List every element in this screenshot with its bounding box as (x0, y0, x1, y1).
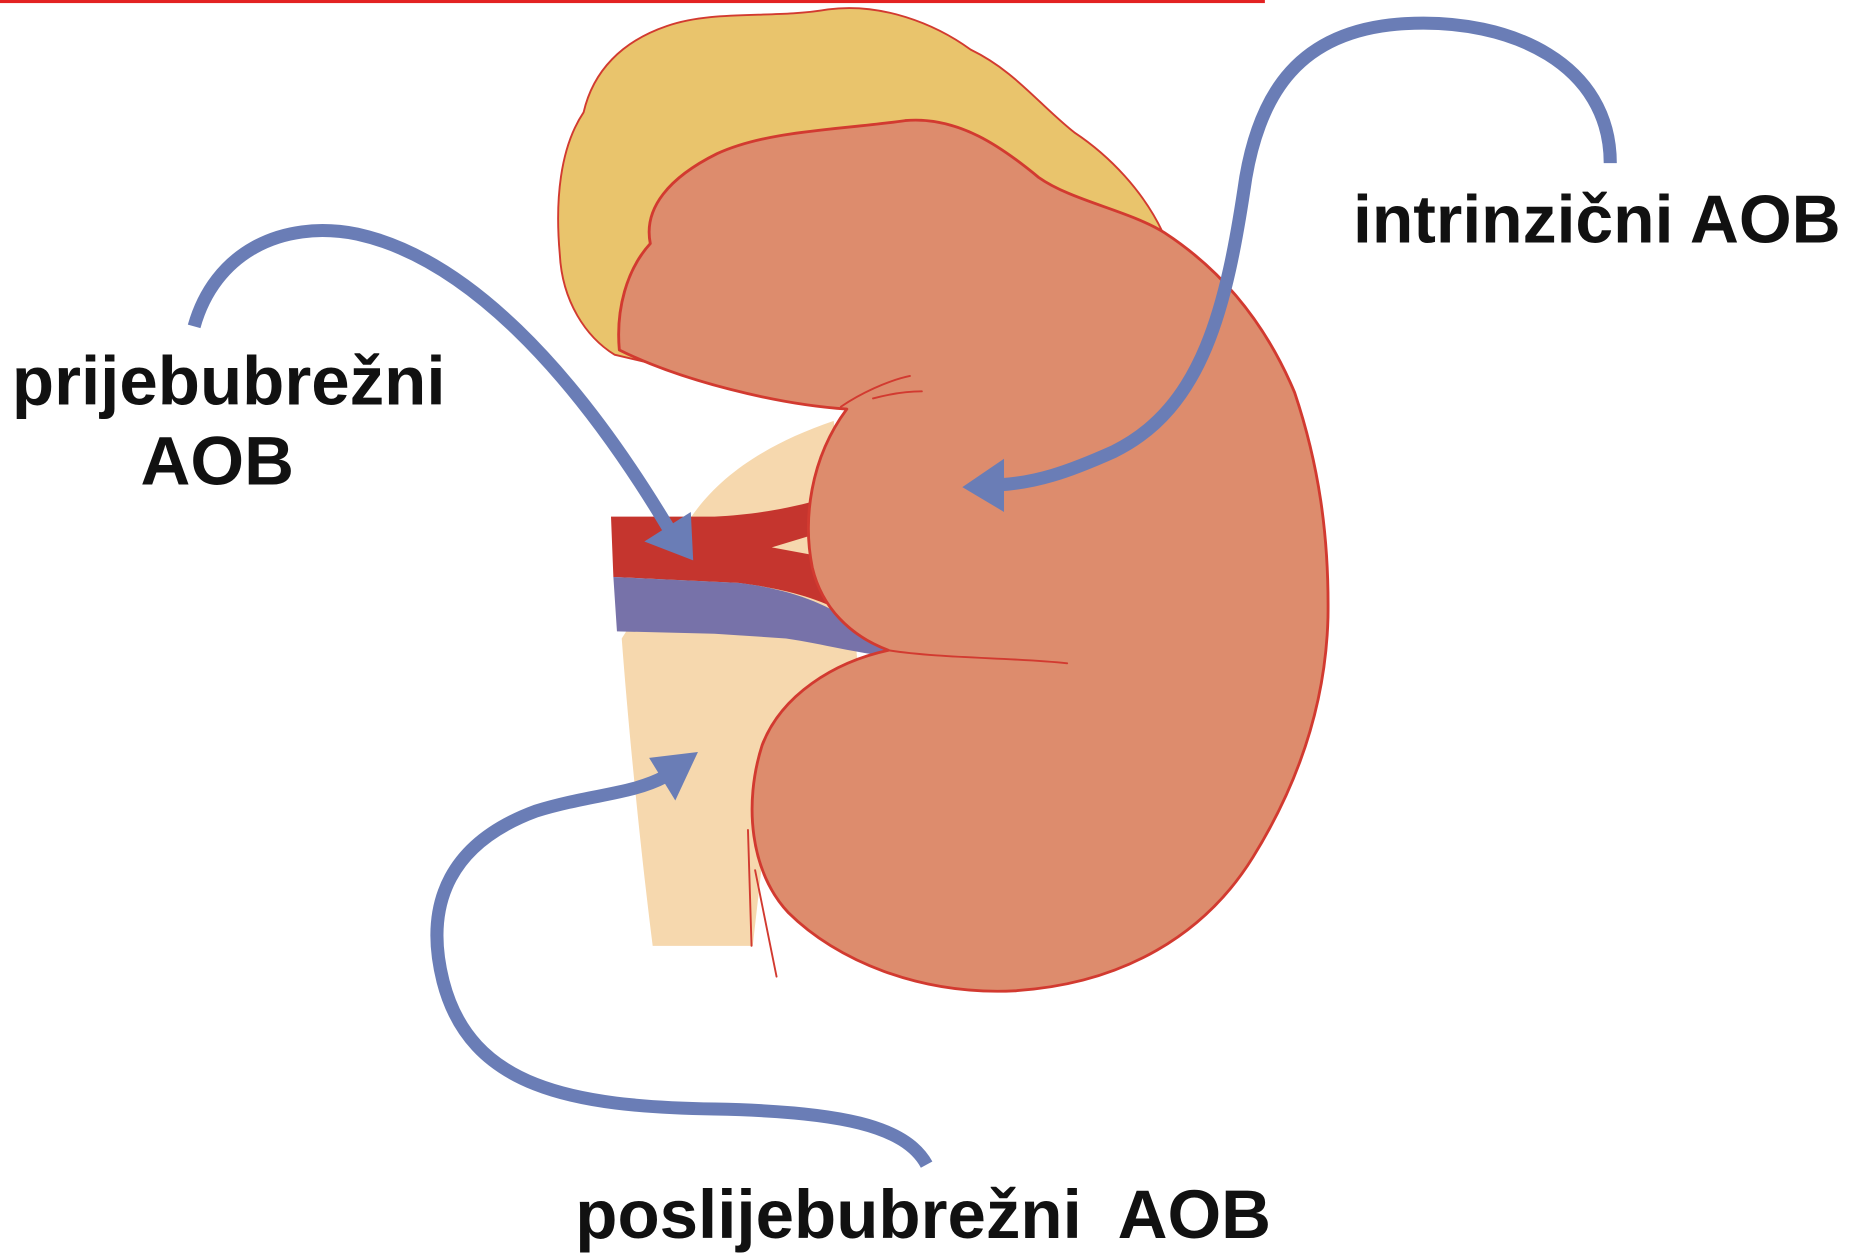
label-postrenal: poslijebubrežni AOB (575, 1176, 1271, 1253)
label-intrinsic: intrinzični AOB (1353, 183, 1841, 258)
label-prerenal-line1: prijebubrežni (12, 343, 446, 420)
label-prerenal-line2: AOB (141, 423, 294, 500)
top-red-rule (0, 0, 1265, 3)
